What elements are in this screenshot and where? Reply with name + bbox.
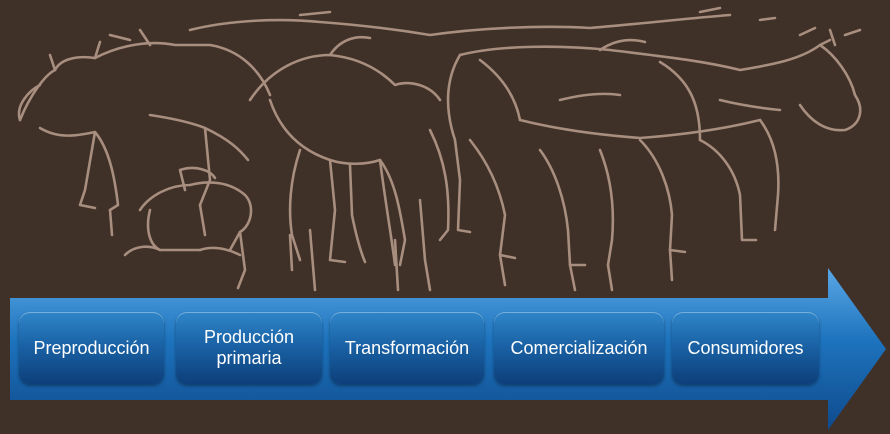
stage-produccion-primaria: Producción primaria xyxy=(176,312,322,384)
stage-label: Preproducción xyxy=(33,337,150,358)
stage-label: Transformación xyxy=(344,337,470,358)
stage-preproduccion: Preproducción xyxy=(19,312,164,384)
stage-comercializacion: Comercialización xyxy=(494,312,664,384)
stage-label: Consumidores xyxy=(687,337,804,358)
stage-transformacion: Transformación xyxy=(330,312,484,384)
cattle-illustration xyxy=(17,6,862,292)
stage-label: Producción primaria xyxy=(203,327,295,368)
stage-consumidores: Consumidores xyxy=(672,312,819,384)
stage-label: Comercialización xyxy=(510,337,648,358)
